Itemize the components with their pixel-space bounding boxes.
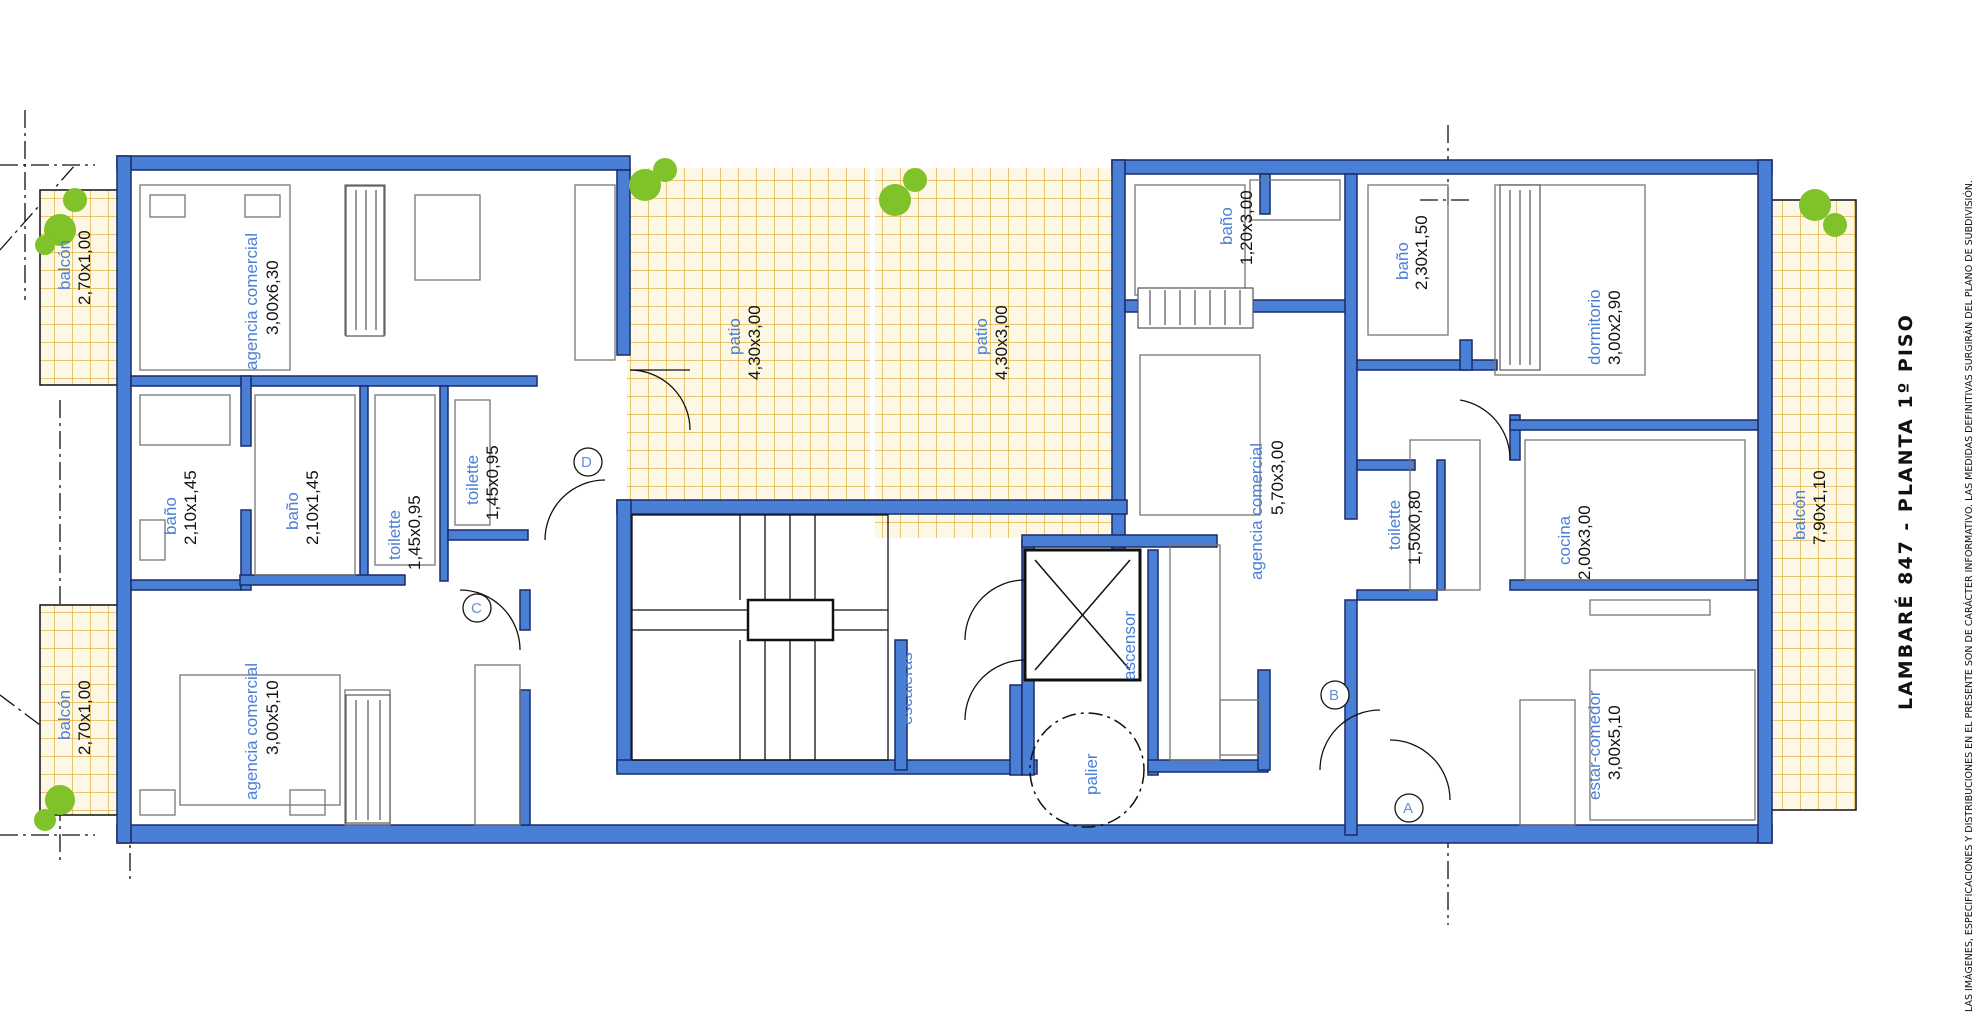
room-name-balcon-r: balcón [1790,490,1809,540]
room-name-palier: palier [1082,753,1101,795]
room-name-patio-2: patio [972,318,991,355]
room-name-bano-3: baño [1217,207,1236,245]
room-name-toilette-1: toilette [385,510,404,560]
room-name-agencia-right: agencia comercial [1247,443,1266,580]
room-dims-agencia-right: 5,70x3,00 [1268,440,1287,515]
room-dims-bano-4: 2,30x1,50 [1412,215,1431,290]
room-dims-patio-2: 4,30x3,00 [992,305,1011,380]
room-name-bano-4: baño [1393,242,1412,280]
door-swings [459,369,1511,801]
room-dims-bano-3: 1,20x3,00 [1237,190,1256,265]
room-name-dormitorio: dormitorio [1585,289,1604,365]
furniture [139,179,1756,826]
room-dims-toilette-3: 1,50x0,80 [1405,490,1424,565]
patio-left [627,168,870,503]
door-d-label: D [581,454,592,471]
room-dims-bano-2: 2,10x1,45 [303,470,322,545]
room-dims-bano-1: 2,10x1,45 [181,470,200,545]
room-name-toilette-2: toilette [463,455,482,505]
room-dims-balcon-bl: 2,70x1,00 [75,680,94,755]
room-name-escaleras: escaleras [897,652,916,725]
balcony-bottom-left [39,604,119,816]
room-dims-dormitorio: 3,00x2,90 [1605,290,1624,365]
patio-right [875,168,1112,538]
room-name-toilette-3: toilette [1385,500,1404,550]
door-b-label: B [1329,687,1339,704]
room-dims-agencia-bottom: 3,00x5,10 [263,680,282,755]
room-dims-balcon-tl: 2,70x1,00 [75,230,94,305]
door-markers [462,447,1424,823]
room-dims-patio-1: 4,30x3,00 [745,305,764,380]
door-c-label: C [471,600,482,617]
room-name-bano-1: baño [161,497,180,535]
room-dims-balcon-r: 7,90x1,10 [1810,470,1829,545]
room-dims-agencia-top: 3,00x6,30 [263,260,282,335]
room-dims-cocina: 2,00x3,00 [1575,505,1594,580]
room-name-patio-1: patio [725,318,744,355]
room-name-cocina: cocina [1555,515,1574,565]
room-name-bano-2: baño [283,492,302,530]
room-dims-toilette-1: 1,45x0,95 [405,495,424,570]
palier-circle [1029,712,1145,828]
plan-title: LAMBARÉ 847 - PLANTA 1º PISO [1894,313,1917,710]
stairs [631,514,889,761]
room-name-agencia-top: agencia comercial [242,233,261,370]
plants [34,158,1847,831]
door-a-label: A [1403,800,1413,817]
plan-disclaimer: LAS IMÁGENES, ESPECIFICACIONES Y DISTRIB… [1963,180,1975,1012]
room-name-estar: estar-comedor [1585,690,1604,800]
wardrobe-hatching [345,184,1541,824]
room-name-balcon-bl: balcón [55,690,74,740]
room-name-ascensor: ascensor [1120,611,1139,680]
room-dims-estar: 3,00x5,10 [1605,705,1624,780]
room-name-balcon-tl: balcón [55,240,74,290]
room-name-agencia-bottom: agencia comercial [242,663,261,800]
room-dims-toilette-2: 1,45x0,95 [483,445,502,520]
elevator [1023,548,1142,682]
